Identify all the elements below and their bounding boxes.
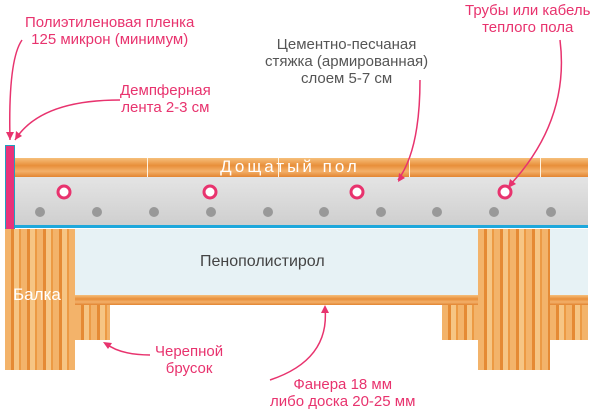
plank — [410, 158, 541, 177]
screed-layer — [15, 177, 588, 228]
beam-right — [478, 229, 550, 370]
rebar-dot — [319, 207, 329, 217]
plank — [279, 158, 410, 177]
rebar-dot — [206, 207, 216, 217]
arrow — [104, 342, 151, 356]
rebar-dot — [92, 207, 102, 217]
rebar-dot — [546, 207, 556, 217]
cranial-bar — [75, 305, 110, 340]
arrow — [509, 39, 563, 186]
heating-pipe — [56, 184, 72, 200]
rebar-dot — [35, 207, 45, 217]
rebar-dot — [432, 207, 442, 217]
heating-pipe — [497, 184, 513, 200]
arrow — [9, 39, 23, 141]
plank — [148, 158, 279, 177]
heating-pipe — [202, 184, 218, 200]
cranial-bar — [550, 305, 588, 340]
foam-label: Пенополистирол — [200, 253, 325, 270]
plank — [15, 158, 148, 177]
heating-pipe — [349, 184, 365, 200]
arrow — [269, 307, 327, 381]
beam-label: Балка — [13, 285, 61, 304]
arrow — [14, 99, 121, 141]
plywood — [75, 295, 588, 305]
arrow — [397, 79, 421, 181]
rebar-dot — [376, 207, 386, 217]
rebar-dot — [263, 207, 273, 217]
plank-floor — [15, 158, 588, 177]
cranial-bar — [442, 305, 478, 340]
rebar-dot — [489, 207, 499, 217]
beam-left — [5, 229, 75, 370]
floor-label: Дощатый пол — [220, 157, 360, 176]
rebar-dot — [149, 207, 159, 217]
